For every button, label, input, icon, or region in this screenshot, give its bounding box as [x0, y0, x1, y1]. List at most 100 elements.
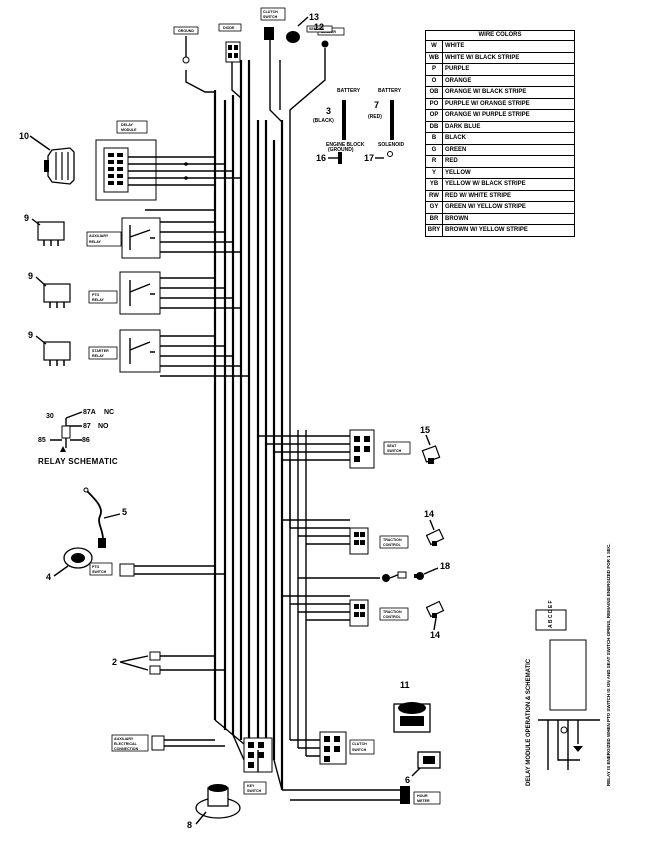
wire-color-code: P — [426, 64, 443, 75]
callout-16: 16 — [316, 153, 326, 163]
relay-icon-2 — [43, 283, 71, 308]
svg-text:KEY: KEY — [247, 784, 255, 788]
wire-color-name: ORANGE W/ BLACK STRIPE — [445, 89, 527, 95]
wire-color-name: BROWN — [445, 215, 469, 222]
callout-9c: 9 — [28, 330, 33, 340]
main-module-connector: DELAY MODULE 10 — [19, 120, 241, 201]
svg-text:STARTER: STARTER — [92, 349, 109, 353]
callout-12: 12 — [314, 22, 324, 32]
engine-block-label: ENGINE BLOCK — [326, 142, 365, 148]
callout-9b: 9 — [28, 271, 33, 281]
wire-color-code: G — [426, 144, 443, 155]
traction-switch-icon-2 — [425, 600, 445, 618]
svg-text:RELAY: RELAY — [92, 298, 104, 302]
svg-text:SWITCH: SWITCH — [247, 789, 262, 793]
delay-module-title: DELAY MODULE OPERATION & SCHEMATIC — [526, 658, 532, 786]
wire-color-code: GY — [426, 202, 443, 213]
relay-pin-85: 85 — [38, 437, 46, 444]
callout-18: 18 — [440, 561, 450, 571]
callout-2: 2 — [112, 657, 117, 667]
svg-text:CLUTCH: CLUTCH — [352, 742, 367, 746]
wire-color-name: DARK BLUE — [445, 123, 481, 130]
svg-text:RELAY: RELAY — [92, 354, 104, 358]
wire-color-code: R — [426, 156, 443, 167]
callout-14a: 14 — [424, 509, 434, 519]
wire-color-name: YELLOW — [445, 169, 471, 176]
callout-13: 13 — [309, 12, 319, 22]
clutch-icon — [393, 702, 431, 733]
svg-text:DELAY: DELAY — [121, 123, 133, 127]
wire-color-name: GREEN — [445, 146, 467, 153]
svg-text:SWITCH: SWITCH — [352, 748, 367, 752]
relay-pin-87a: 87A — [83, 409, 96, 416]
callout-7: 7 — [374, 100, 379, 110]
relay-schematic-title: RELAY SCHEMATIC — [38, 457, 118, 466]
svg-text:DIODE: DIODE — [223, 26, 235, 30]
callout-14b: 14 — [430, 630, 440, 640]
battery-label-right: BATTERY — [378, 88, 402, 94]
relay-no: NO — [98, 423, 109, 430]
battery-label-left: BATTERY — [337, 88, 361, 94]
wire-color-name: PURPLE — [445, 66, 470, 72]
callout-9a: 9 — [24, 213, 29, 223]
battery-black: (BLACK) — [313, 118, 334, 124]
wire-color-name: GREEN W/ YELLOW STRIPE — [445, 204, 526, 210]
svg-text:METER: METER — [417, 799, 430, 803]
delay-module-note: RELAY IS ENERGIZED WHEN PTO SWITCH IS ON… — [606, 544, 611, 786]
relay-icon-3 — [43, 341, 71, 366]
svg-text:SEAT: SEAT — [387, 444, 397, 448]
svg-text:AUXILIARY: AUXILIARY — [89, 234, 109, 238]
wire-color-code: W — [426, 41, 443, 52]
solenoid-label: SOLENOID — [378, 142, 405, 148]
svg-text:CLUTCH: CLUTCH — [263, 10, 278, 14]
relay-2: PTO RELAY 9 — [28, 271, 241, 315]
pto-switch-icon — [63, 547, 93, 569]
delay-module-schematic: DELAY MODULE OPERATION & SCHEMATIC RELAY… — [526, 544, 611, 786]
callout-4: 4 — [46, 572, 51, 582]
svg-text:ELECTRICAL: ELECTRICAL — [114, 742, 138, 746]
wire-color-code: YB — [426, 179, 443, 190]
svg-text:CONNECTION: CONNECTION — [114, 747, 139, 751]
wire-color-code: O — [426, 75, 443, 86]
wire-color-name: RED W/ WHITE STRIPE — [445, 192, 511, 199]
wire-color-code: BRY — [426, 225, 443, 236]
svg-text:GROUND: GROUND — [178, 29, 194, 33]
wire-color-name: WHITE — [445, 43, 465, 49]
wire-color-code: RW — [426, 190, 443, 201]
seat-switch-icon — [421, 445, 441, 464]
svg-text:HOUR: HOUR — [417, 794, 428, 798]
wire-color-name: YELLOW W/ BLACK STRIPE — [445, 181, 526, 187]
svg-text:TRACTION: TRACTION — [383, 538, 402, 542]
wire-color-name: WHITE W/ BLACK STRIPE — [445, 54, 520, 61]
callout-5: 5 — [122, 507, 127, 517]
relay-1: AUXILIARY RELAY 9 — [24, 209, 241, 259]
wire-color-code: DB — [426, 121, 443, 132]
hour-meter-icon — [417, 751, 441, 769]
svg-text:SWITCH: SWITCH — [263, 15, 278, 19]
right-side-harness: SEAT SWITCH 15 TRACTION CONTROL 14 — [258, 425, 450, 640]
traction-switch-icon-1 — [425, 528, 445, 546]
callout-11: 11 — [400, 680, 410, 690]
svg-text:PTO: PTO — [92, 565, 100, 569]
svg-text:TRACTION: TRACTION — [383, 610, 402, 614]
svg-text:PTO: PTO — [92, 293, 100, 297]
callout-17: 17 — [364, 153, 374, 163]
ground-label: (GROUND) — [328, 147, 354, 153]
relay-pin-86: 86 — [82, 437, 90, 444]
svg-text:SWITCH: SWITCH — [92, 570, 107, 574]
callout-6: 6 — [405, 775, 410, 785]
